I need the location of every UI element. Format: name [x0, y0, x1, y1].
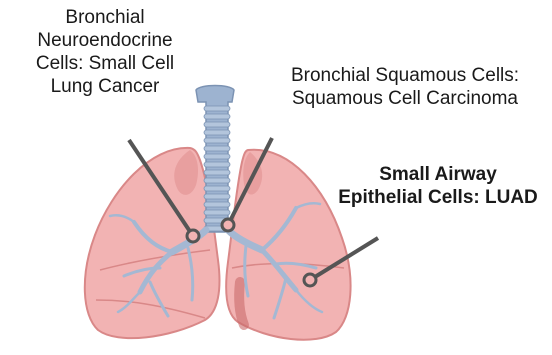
- trachea-ring: [204, 194, 230, 199]
- trachea-ring: [204, 114, 230, 119]
- label-neuroendocrine-line: Neuroendocrine: [0, 29, 210, 52]
- label-luad-line: Small Airway: [326, 163, 550, 186]
- trachea-ring: [204, 130, 230, 135]
- label-luad: Small Airway Epithelial Cells: LUAD: [326, 163, 550, 209]
- trachea-ring: [204, 178, 230, 183]
- trachea-ring: [204, 170, 230, 175]
- label-neuroendocrine: Bronchial Neuroendocrine Cells: Small Ce…: [0, 6, 210, 98]
- pointer-dot-neuroendocrine: [187, 230, 199, 242]
- pointer-dot-luad: [304, 274, 316, 286]
- trachea-ring: [204, 146, 230, 151]
- label-luad-line: Epithelial Cells: LUAD: [326, 186, 550, 209]
- trachea-ring: [204, 122, 230, 127]
- trachea-ring: [204, 202, 230, 207]
- label-squamous: Bronchial Squamous Cells: Squamous Cell …: [258, 64, 552, 110]
- label-squamous-line: Bronchial Squamous Cells:: [258, 64, 552, 87]
- trachea-ring: [204, 162, 230, 167]
- trachea-ring: [204, 138, 230, 143]
- label-neuroendocrine-line: Cells: Small Cell: [0, 52, 210, 75]
- trachea-ring: [204, 210, 230, 215]
- label-neuroendocrine-line: Bronchial: [0, 6, 210, 29]
- pointer-dot-squamous: [222, 219, 234, 231]
- label-neuroendocrine-line: Lung Cancer: [0, 75, 210, 98]
- trachea-ring: [204, 186, 230, 191]
- trachea-ring: [204, 154, 230, 159]
- trachea-ring: [204, 106, 230, 111]
- label-squamous-line: Squamous Cell Carcinoma: [258, 87, 552, 110]
